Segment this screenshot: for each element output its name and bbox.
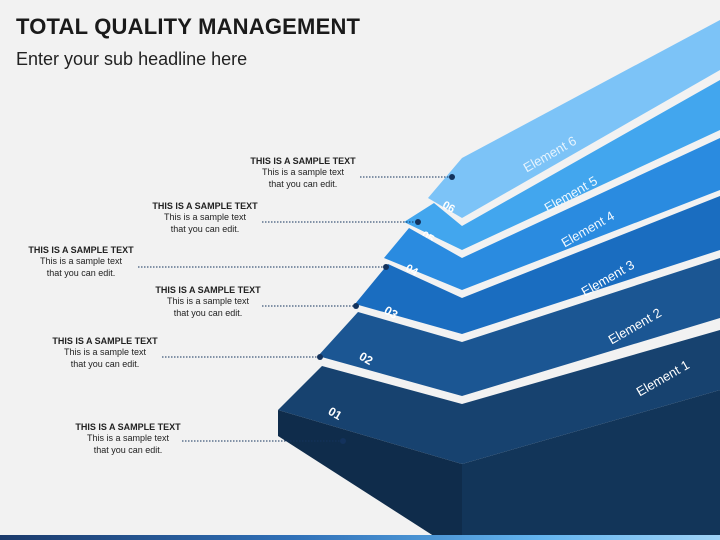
callout-4: THIS IS A SAMPLE TEXT This is a sample t… bbox=[16, 244, 146, 279]
footer-accent-bar bbox=[0, 535, 720, 540]
page-subtitle: Enter your sub headline here bbox=[16, 49, 248, 69]
tier-1-side-face bbox=[462, 390, 720, 540]
connector-dot-6 bbox=[449, 174, 455, 180]
callout-title: THIS IS A SAMPLE TEXT bbox=[250, 156, 356, 166]
tier-3-bar bbox=[355, 196, 720, 334]
tier-4-bar bbox=[384, 138, 720, 290]
callout-title: THIS IS A SAMPLE TEXT bbox=[28, 245, 134, 255]
callout-text: that you can edit. bbox=[93, 444, 163, 455]
callout-title: THIS IS A SAMPLE TEXT bbox=[152, 201, 258, 211]
tier-3-number: 03 bbox=[382, 303, 401, 322]
callout-5: THIS IS A SAMPLE TEXT This is a sample t… bbox=[140, 200, 270, 235]
connector-dot-1 bbox=[340, 438, 346, 444]
callout-title: THIS IS A SAMPLE TEXT bbox=[155, 285, 261, 295]
callout-text: that you can edit. bbox=[170, 223, 240, 234]
callout-text: This is a sample text bbox=[39, 256, 123, 266]
callout-3: THIS IS A SAMPLE TEXT This is a sample t… bbox=[143, 284, 273, 319]
callout-text: that you can edit. bbox=[46, 267, 116, 278]
tier-1-front-face bbox=[278, 410, 462, 540]
callout-title: THIS IS A SAMPLE TEXT bbox=[52, 336, 158, 346]
tier-6-bar bbox=[428, 20, 720, 218]
callout-2: THIS IS A SAMPLE TEXT This is a sample t… bbox=[40, 335, 170, 370]
callout-text: that you can edit. bbox=[70, 358, 140, 369]
connector-dot-4 bbox=[383, 264, 389, 270]
callout-text: This is a sample text bbox=[86, 433, 170, 443]
callout-text: This is a sample text bbox=[261, 167, 345, 177]
tier-1: 01 Element 1 bbox=[278, 330, 720, 540]
tier-1-number: 01 bbox=[326, 404, 345, 423]
callout-text: that you can edit. bbox=[268, 178, 338, 189]
tier-2-number: 02 bbox=[357, 349, 376, 368]
connector-dot-5 bbox=[415, 219, 421, 225]
tier-2-bar bbox=[318, 258, 720, 396]
callout-text: This is a sample text bbox=[166, 296, 250, 306]
callout-text: that you can edit. bbox=[173, 307, 243, 318]
page-title: TOTAL QUALITY MANAGEMENT bbox=[16, 14, 361, 39]
connector-dot-2 bbox=[317, 354, 323, 360]
callout-text: This is a sample text bbox=[163, 212, 247, 222]
callout-1: THIS IS A SAMPLE TEXT This is a sample t… bbox=[63, 421, 193, 456]
tier-5-bar bbox=[404, 80, 720, 250]
callout-text: This is a sample text bbox=[63, 347, 147, 357]
callout-6: THIS IS A SAMPLE TEXT This is a sample t… bbox=[238, 155, 368, 190]
connector-dot-3 bbox=[353, 303, 359, 309]
tier-1-top-face bbox=[278, 330, 720, 464]
connectors bbox=[138, 174, 455, 444]
callout-title: THIS IS A SAMPLE TEXT bbox=[75, 422, 181, 432]
